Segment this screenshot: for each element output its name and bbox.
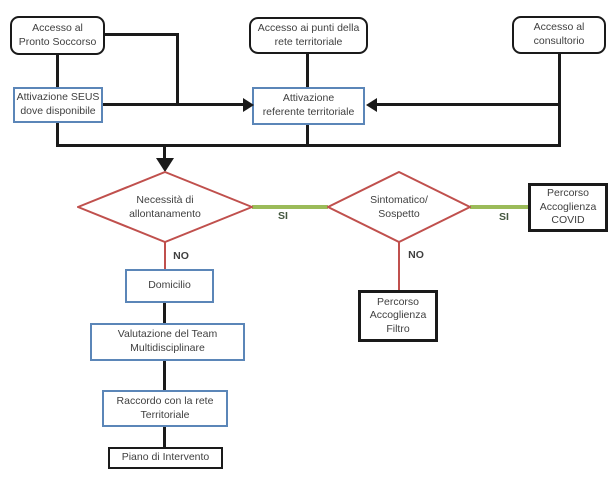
arrowhead-into-referente-right [366, 97, 377, 112]
connector-pronto-down-vertical [176, 33, 179, 106]
arrowhead-into-referente-left [243, 97, 254, 112]
node-attivazione-referente-territoriale: Attivazione referente territoriale [252, 87, 365, 125]
edge-no-necessita-to-domicilio [164, 242, 166, 270]
node-percorso-accoglienza-covid: Percorso Accoglienza COVID [528, 183, 608, 232]
connector-consultorio-down [558, 54, 561, 147]
decision-label: Sintomatico/ Sospetto [370, 193, 428, 220]
connector-referente-down [306, 125, 309, 146]
node-valutazione-team-multidisciplinare: Valutazione del Team Multidisciplinare [90, 323, 245, 361]
connector-seus-to-referente [103, 103, 245, 106]
connector-pronto-to-seus [56, 55, 59, 87]
connector-collector-horizontal [56, 144, 561, 147]
edge-label-si-2: SI [499, 211, 509, 223]
connector-raccordo-to-piano [163, 426, 166, 447]
connector-pronto-right-horizontal [105, 33, 179, 36]
connector-collector-to-decision [163, 146, 166, 160]
node-attivazione-seus: Attivazione SEUS dove disponibile [13, 87, 103, 123]
connector-seus-down [56, 123, 59, 146]
decision-sintomatico-sospetto: Sintomatico/ Sospetto [327, 171, 471, 243]
node-domicilio: Domicilio [125, 269, 214, 303]
arrowhead-into-decision [155, 158, 174, 172]
diamond-shape [327, 171, 471, 243]
edge-no-sintomatico-to-filtro [398, 241, 400, 290]
decision-label: Necessità di allontanamento [129, 193, 201, 220]
edge-si-sintomatico-to-covid [470, 205, 528, 209]
node-raccordo-rete-territoriale: Raccordo con la rete Territoriale [102, 390, 228, 427]
diamond-shape [77, 171, 253, 243]
connector-domicilio-to-valutazione [163, 301, 166, 324]
node-accesso-punti-rete-territoriale: Accesso ai punti della rete territoriale [249, 17, 368, 54]
edge-si-necessita-to-sintomatico [252, 205, 328, 209]
connector-valutazione-to-raccordo [163, 360, 166, 390]
node-piano-di-intervento: Piano di Intervento [108, 447, 223, 469]
node-accesso-consultorio: Accesso al consultorio [512, 16, 606, 54]
node-percorso-accoglienza-filtro: Percorso Accoglienza Filtro [358, 290, 438, 342]
edge-label-si-1: SI [278, 210, 288, 222]
connector-consultorio-to-referente [377, 103, 559, 106]
decision-necessita-allontanamento: Necessità di allontanamento [77, 171, 253, 243]
edge-label-no-1: NO [173, 250, 189, 262]
node-accesso-pronto-soccorso: Accesso al Pronto Soccorso [10, 16, 105, 55]
connector-rete-to-referente [306, 54, 309, 87]
edge-label-no-2: NO [408, 249, 424, 261]
